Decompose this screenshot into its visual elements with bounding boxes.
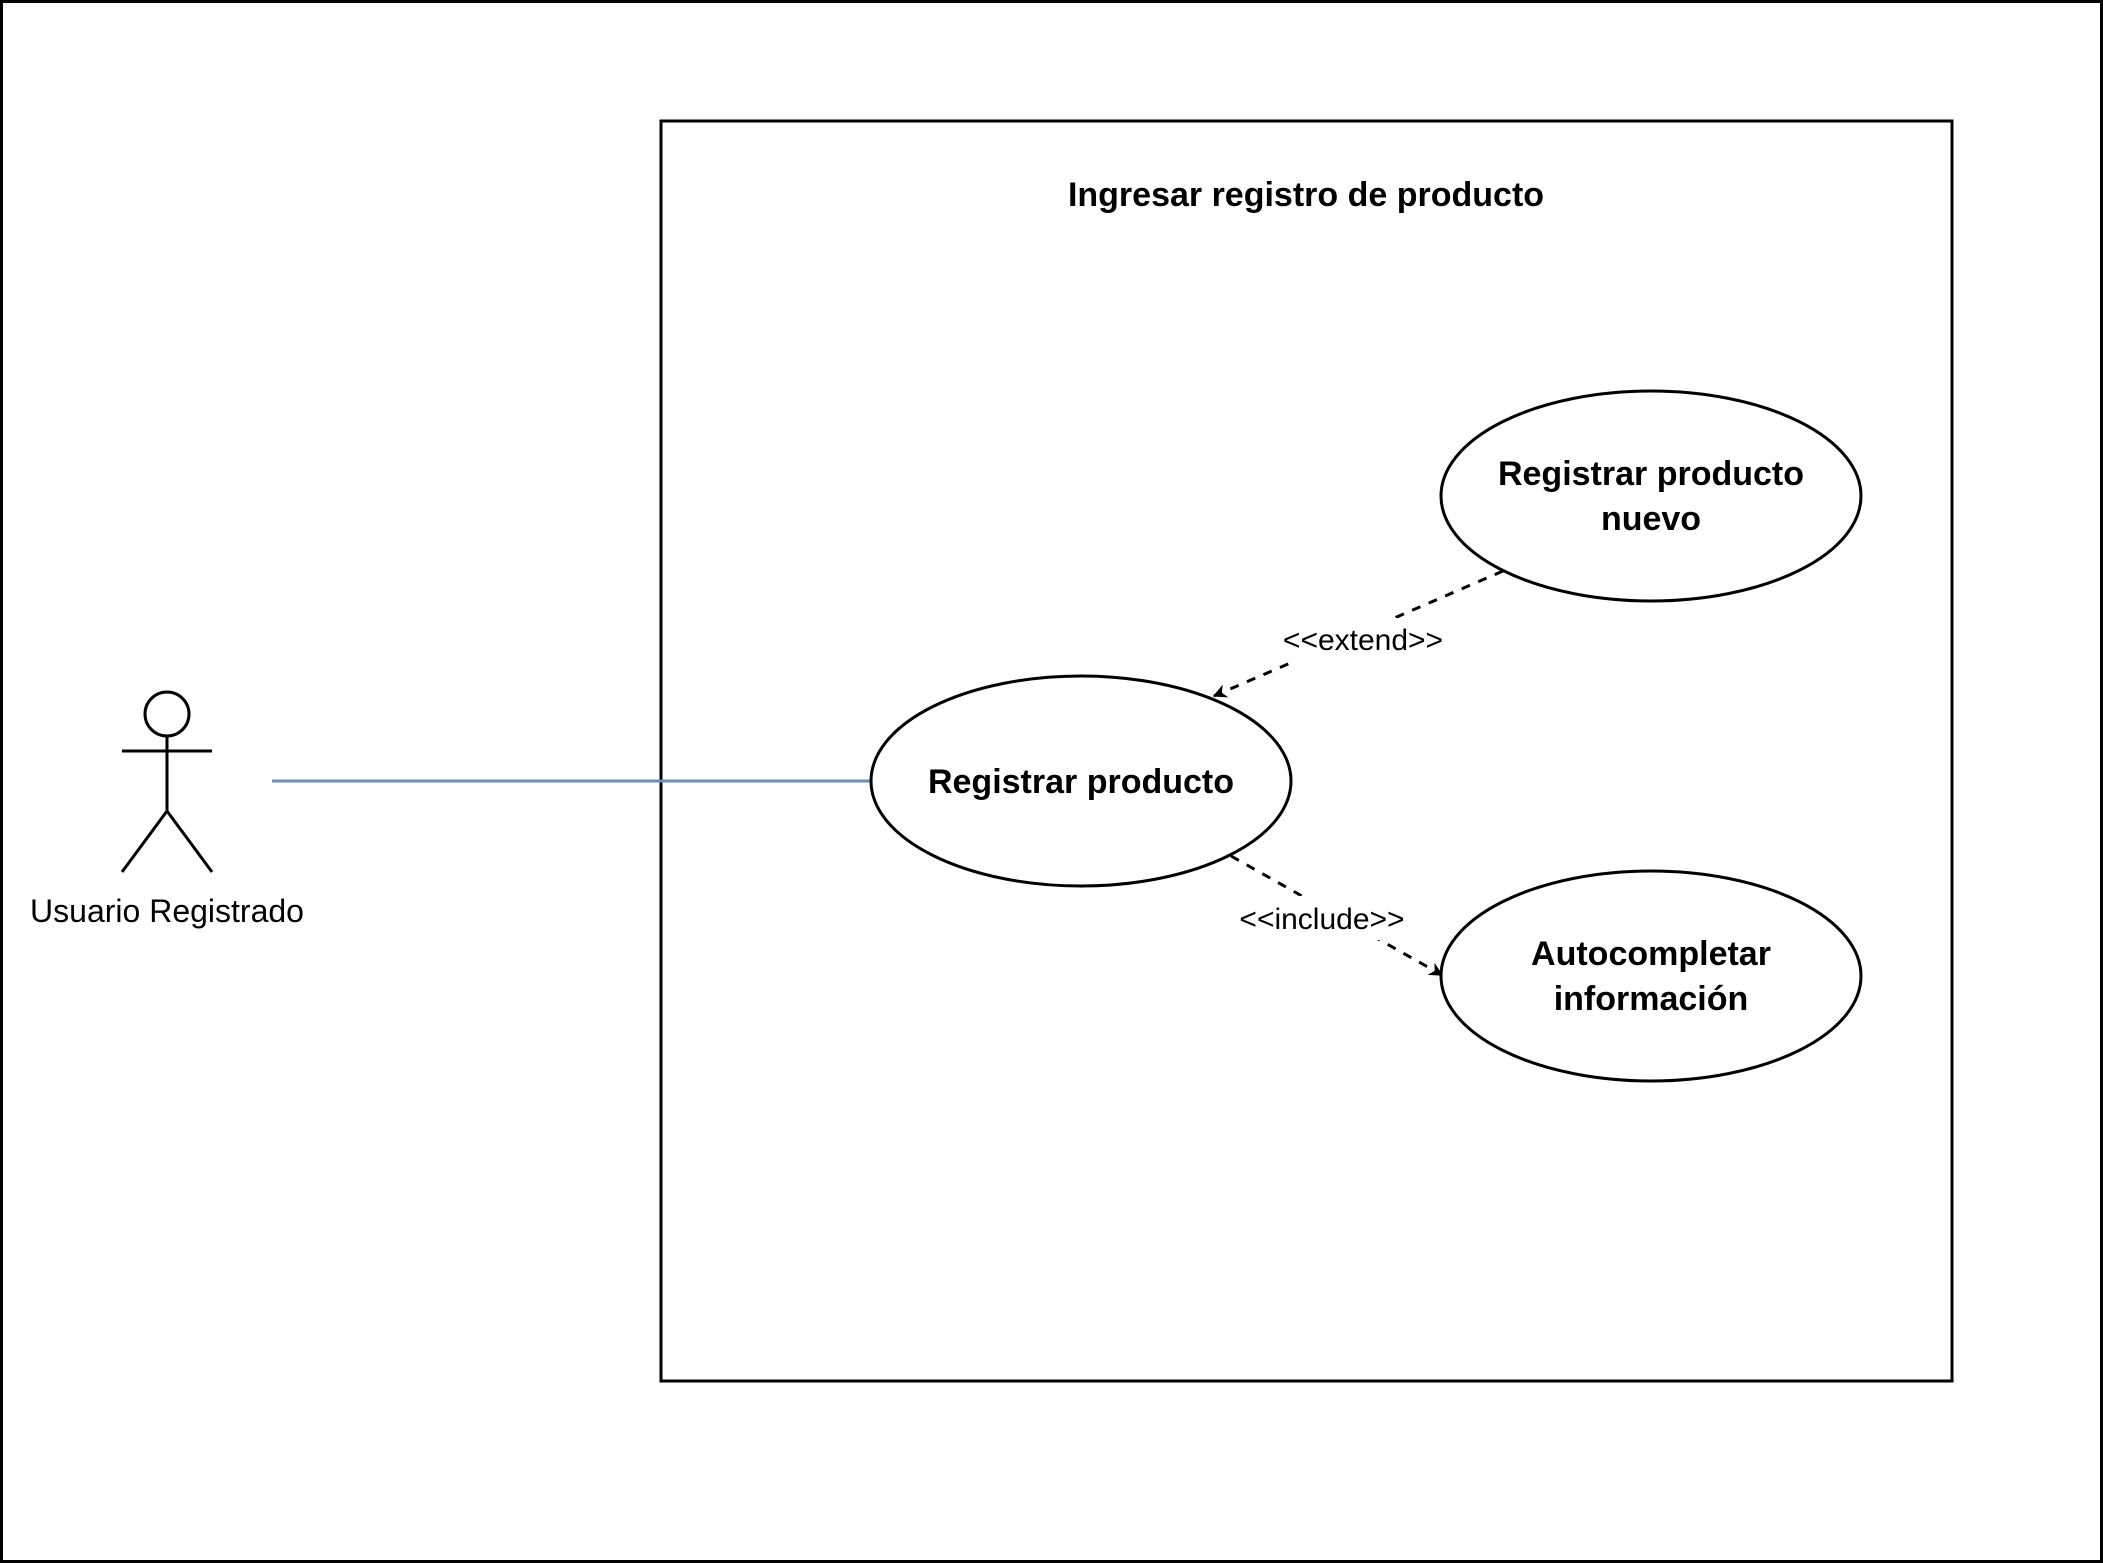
system-title: Ingresar registro de producto xyxy=(1068,176,1544,214)
include-label-bg xyxy=(1228,896,1418,940)
include-arrow xyxy=(1230,854,1444,977)
use-case-label-line-1: Autocompletar xyxy=(1531,935,1771,973)
extend-label: <<extend>> xyxy=(1283,624,1443,657)
use-case-registrar-producto[interactable]: Registrar producto xyxy=(869,674,1293,888)
use-case-autocompletar-informacion[interactable]: Autocompletar información xyxy=(1439,869,1863,1083)
actor-usuario-registrado[interactable] xyxy=(120,690,214,873)
use-case-label-line-2: nuevo xyxy=(1601,500,1701,538)
actor-label: Usuario Registrado xyxy=(30,893,304,929)
actor-head xyxy=(143,690,191,738)
use-case-ellipse xyxy=(1439,869,1863,1083)
include-label: <<include>> xyxy=(1239,903,1404,936)
use-case-label: Registrar producto xyxy=(928,763,1234,801)
system-boundary xyxy=(659,119,1954,1383)
actor-right-leg xyxy=(165,810,214,873)
extend-label-bg xyxy=(1270,618,1456,662)
actor-left-leg xyxy=(120,810,169,873)
use-case-label-line-2: información xyxy=(1554,980,1749,1018)
use-case-ellipse xyxy=(869,674,1293,888)
use-case-registrar-producto-nuevo[interactable]: Registrar producto nuevo xyxy=(1439,389,1863,603)
use-case-ellipse xyxy=(1439,389,1863,603)
use-case-label-line-1: Registrar producto xyxy=(1498,455,1804,493)
